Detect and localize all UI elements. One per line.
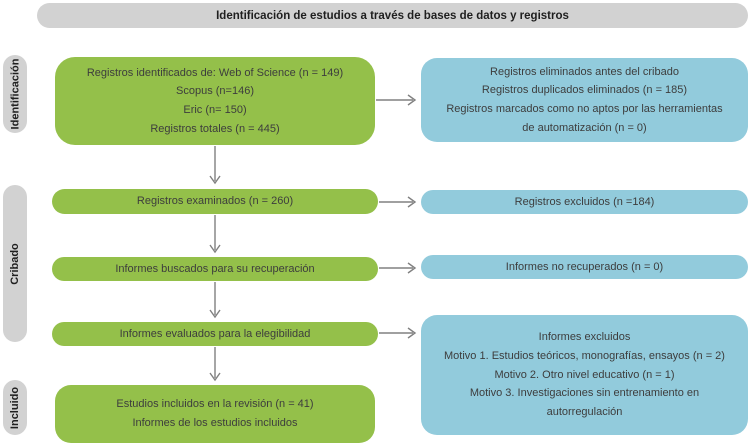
diagram-title: Identificación de estudios a través de b…: [216, 9, 569, 22]
box-line: Registros identificados de: Web of Scien…: [86, 66, 344, 79]
reports-excluded-box: Informes excluidos Motivo 1. Estudios te…: [421, 315, 748, 435]
box-line: Registros duplicados eliminados (n = 185…: [481, 84, 688, 97]
down-arrow-icon: [209, 282, 221, 319]
box-line: Informes de los estudios incluidos: [132, 417, 298, 429]
box-line: Informes excluidos: [538, 331, 631, 344]
right-arrow-icon: [379, 196, 417, 208]
down-arrow-icon: [209, 146, 221, 185]
box-line: Registros eliminados antes del cribado: [490, 65, 679, 78]
reports-not-retrieved-box: Informes no recuperados (n = 0): [421, 255, 748, 279]
right-arrow-icon: [379, 262, 417, 274]
down-arrow-icon: [209, 215, 221, 254]
box-line: Estudios incluidos en la revisión (n = 4…: [116, 398, 314, 411]
box-line: Scopus (n=146): [176, 85, 254, 98]
box-line: Registros excluidos (n =184): [514, 195, 655, 208]
box-line: Registros examinados (n = 260): [136, 195, 294, 208]
studies-included-box: Estudios incluidos en la revisión (n = 4…: [55, 385, 375, 443]
box-line: Informes buscados para su recuperación: [115, 262, 315, 275]
box-line: Registros totales (n = 445): [150, 122, 280, 135]
stage-label-text: Incluido: [9, 386, 22, 429]
right-arrow-icon: [376, 94, 417, 106]
box-line: Informes evaluados para la elegibilidad: [119, 327, 311, 340]
box-line: Registros marcados como no aptos por las…: [446, 103, 723, 115]
stage-label-cribado: Cribado: [3, 185, 27, 342]
box-line: Informes no recuperados (n = 0): [505, 260, 664, 273]
box-line: Eric (n= 150): [183, 104, 247, 116]
box-line: de automatización (n = 0): [522, 121, 647, 134]
records-identified-box: Registros identificados de: Web of Scien…: [55, 57, 375, 145]
down-arrow-icon: [209, 347, 221, 382]
stage-label-text: Identificación: [9, 58, 21, 130]
stage-label-identificacion: Identificación: [3, 55, 27, 133]
stage-label-incluido: Incluido: [3, 380, 27, 435]
box-line: autorregulación: [546, 406, 623, 419]
box-line: Motivo 1. Estudios teóricos, monografías…: [444, 349, 725, 362]
box-line: Motivo 3. Investigaciones sin entrenamie…: [469, 387, 700, 400]
records-screened-box: Registros examinados (n = 260): [52, 189, 378, 214]
diagram-title-bar: Identificación de estudios a través de b…: [37, 3, 748, 28]
records-excluded-box: Registros excluidos (n =184): [421, 190, 748, 214]
reports-assessed-box: Informes evaluados para la elegibilidad: [52, 322, 378, 346]
stage-label-text: Cribado: [9, 242, 21, 285]
box-line: Motivo 2. Otro nivel educativo (n = 1): [494, 368, 675, 381]
records-removed-box: Registros eliminados antes del cribado R…: [421, 58, 748, 142]
reports-sought-box: Informes buscados para su recuperación: [52, 257, 378, 281]
right-arrow-icon: [379, 327, 417, 339]
